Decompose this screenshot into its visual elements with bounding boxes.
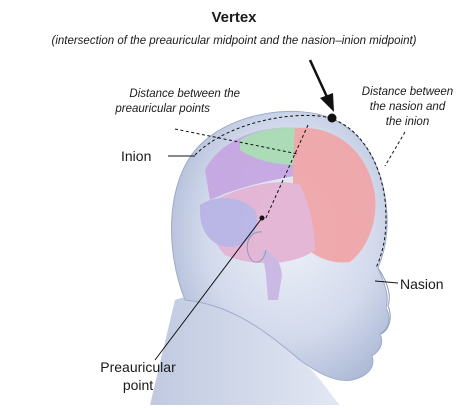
vertex-title: Vertex [0,9,468,26]
vertex-arrow-shaft [310,60,327,97]
vertex-point [328,114,337,123]
preauricular-line2: point [88,376,188,394]
preauricular-point-label: Preauricular point [88,358,188,394]
nasion-inion-distance-leader [385,132,405,166]
nasion-label: Nasion [400,275,444,293]
inion-label: Inion [121,147,151,165]
vertex-arrow-head [320,93,334,112]
preauricular-distance-line1: Distance between the [80,87,240,102]
vertex-subtitle: (intersection of the preauricular midpoi… [0,35,468,47]
preauricular-distance-label: Distance between the preauricular points [80,87,240,117]
nasion-inion-distance-label: Distance between the nasion and the inio… [355,85,460,130]
preauricular-point-marker [260,216,265,221]
nasion-inion-distance-line1: Distance between [355,85,460,100]
nasion-inion-distance-line3: the inion [355,115,460,130]
preauricular-distance-line2: preauricular points [80,102,240,117]
preauricular-line1: Preauricular [88,358,188,376]
nasion-inion-distance-line2: the nasion and [355,100,460,115]
